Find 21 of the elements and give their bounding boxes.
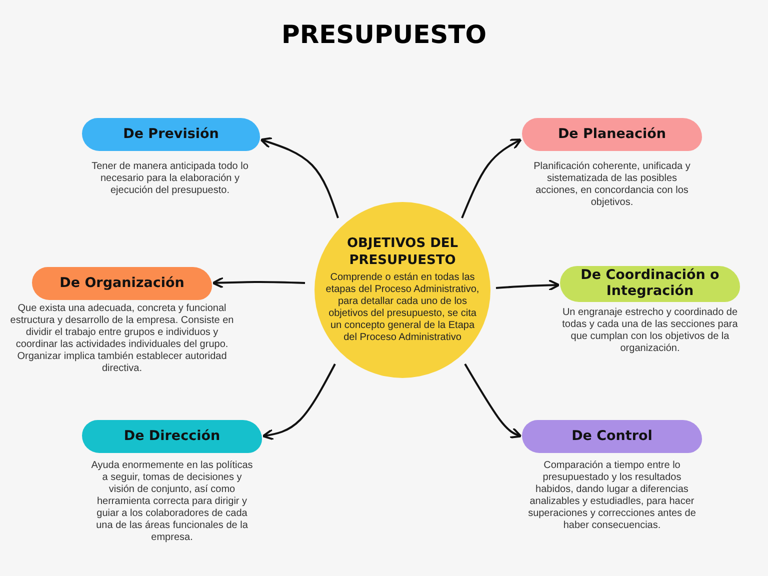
description-text: Que exista una adecuada, concreta y funcional estructura y desarrollo de la empresa. Consiste en dividir el trabajo entre grupos e individuos y coordinar las actividades individuales del grupo. Organizar implica también establecer autoridad directiva.: [9, 303, 235, 375]
description-text: Un engranaje estrecho y coordinado de todas y cada una de las secciones para que cumplan con los objetivos de la organización.: [561, 307, 739, 355]
arrow: [464, 364, 522, 439]
arrow: [262, 364, 336, 440]
heading-pill: De Dirección: [82, 420, 262, 453]
heading-pill: De Organización: [32, 267, 212, 300]
arrow: [496, 279, 560, 292]
heading-pill: De Previsión: [82, 118, 260, 151]
arrow: [260, 137, 339, 218]
description-text: Tener de manera anticipada todo lo necesario para la elaboración y ejecución del presupuesto.: [90, 161, 250, 197]
node-heading: OBJETIVOS DEL PRESUPUESTO: [346, 236, 460, 269]
arrow: [461, 138, 522, 218]
description-text: Ayuda enormemente en las políticas a seguir, tomas de decisiones y visión de conjunto, así como herramienta correcta para dirigir y guiar a los colaboradores de cada una de las áreas funcionales de la empresa.: [90, 460, 254, 544]
heading-pill: De Coordinación o Integración: [560, 266, 740, 302]
title: PRESUPUESTO: [280, 20, 488, 49]
heading-pill: De Planeación: [522, 118, 702, 151]
heading-pill: De Control: [522, 420, 702, 453]
description-text: Comparación a tiempo entre lo presupuestado y los resultados habidos, dando lugar a diferencias analizables y estudiadles, para hacer superaciones y correcciones antes de haber consecuencias.: [527, 460, 697, 532]
description-text: Planificación coherente, unificada y sistematizada de las posibles acciones, en concordancia con los objetivos.: [532, 161, 692, 209]
node-description: Comprende o están en todas las etapas del Proceso Administrativo, para detallar cada uno de los objetivos del presupuesto, se cita un concepto general de la Etapa del Proceso Administrativo: [324, 272, 480, 344]
arrow: [212, 276, 306, 289]
